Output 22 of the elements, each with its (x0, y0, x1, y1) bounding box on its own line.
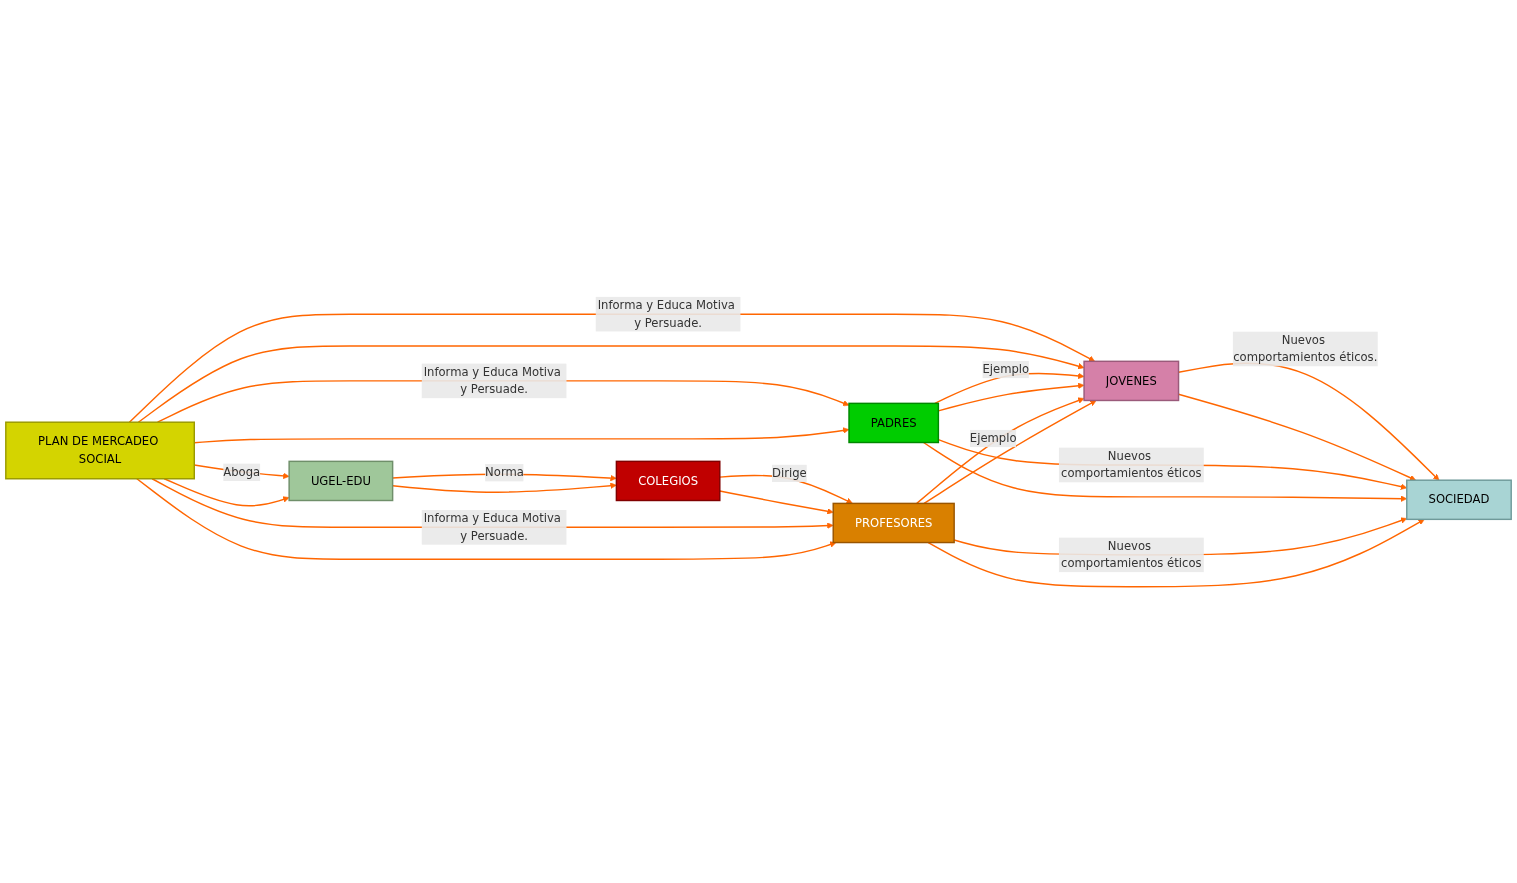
node-box: UGEL-EDU (288, 460, 394, 501)
edge-label: Ejemplo (969, 431, 1017, 445)
node-box: PADRES (848, 402, 940, 443)
edge-label: Nuevos comportamientos éticos (1061, 538, 1202, 570)
edge-label: Ejemplo (982, 362, 1030, 376)
node-box: COLEGIOS (615, 460, 721, 501)
arrow (151, 477, 834, 529)
edge-label: Nuevos comportamientos éticos (1061, 448, 1202, 480)
node-box: PLAN DE MERCADEO SOCIAL (5, 421, 195, 480)
node-box: JOVENES (1083, 360, 1180, 401)
edge-label: Aboga (223, 464, 261, 479)
edge-label: Dirige (771, 465, 807, 480)
edge-label: Informa y Educa Motiva y Persuade. (423, 511, 561, 543)
arrow (719, 490, 834, 515)
arrow (136, 477, 837, 560)
edge-label: Informa y Educa Motiva y Persuade. (423, 364, 561, 396)
edge-label: Norma (485, 465, 524, 479)
edge-label: Informa y Educa Motiva y Persuade. (597, 297, 735, 330)
node-box: SOCIEDAD (1406, 479, 1512, 520)
edge-label: Nuevos comportamientos éticos. (1233, 332, 1378, 364)
arrow (163, 477, 290, 507)
node-box: PROFESORES (832, 502, 955, 543)
